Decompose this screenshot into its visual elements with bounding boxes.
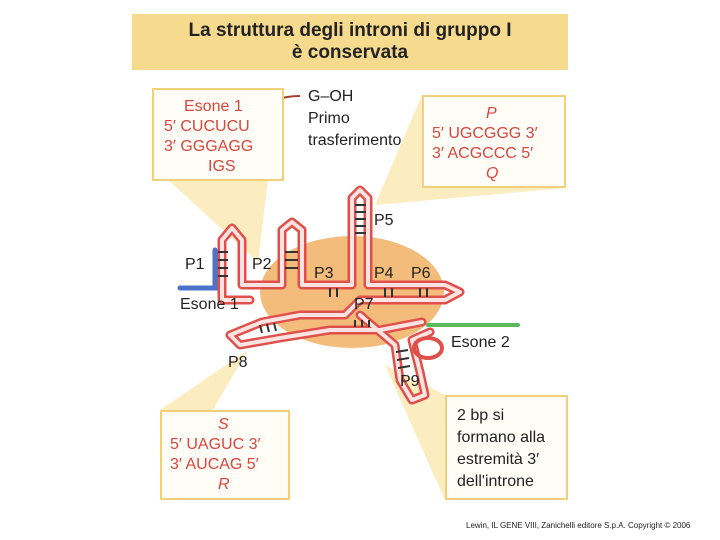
sr-box-r: R bbox=[218, 476, 230, 493]
rna-inner bbox=[220, 188, 462, 402]
pq-box-q: Q bbox=[486, 165, 499, 182]
note-line-2: formano alla bbox=[457, 429, 546, 446]
title-banner: La struttura degli introni di gruppo I è… bbox=[132, 14, 568, 70]
sr-box-s: S bbox=[218, 416, 229, 433]
exon1-strand bbox=[177, 247, 218, 291]
label-p9: P9 bbox=[400, 373, 420, 390]
note-line-4: dell'introne bbox=[457, 473, 534, 490]
goh-label: G–OH bbox=[308, 88, 354, 105]
label-p4: P4 bbox=[374, 265, 394, 282]
label-p5: P5 bbox=[374, 212, 394, 229]
exon1-box-seq3: 3′ GGGAGG bbox=[164, 138, 254, 155]
sr-box: S 5′ UAGUC 3′ 3′ AUCAG 5′ R bbox=[160, 410, 290, 500]
title-line-2: è conservata bbox=[291, 42, 409, 63]
label-p1: P1 bbox=[185, 256, 205, 273]
title-line-1: La struttura degli introni di gruppo I bbox=[188, 20, 512, 41]
pq-box-seq5: 5′ UGCGGG 3′ bbox=[432, 125, 538, 142]
pq-box-p: P bbox=[486, 105, 497, 122]
label-p2: P2 bbox=[252, 256, 272, 273]
exon1-box-seq5: 5′ CUCUCU bbox=[164, 118, 250, 135]
label-p3: P3 bbox=[314, 265, 334, 282]
note-line-3: estremità 3′ bbox=[457, 451, 540, 468]
label-exon2: Esone 2 bbox=[451, 334, 510, 351]
label-p8: P8 bbox=[228, 354, 248, 371]
first-transfer-label-1: Primo bbox=[308, 110, 350, 127]
label-exon1: Esone 1 bbox=[180, 296, 239, 313]
label-p7: P7 bbox=[354, 296, 374, 313]
sr-box-seq3: 3′ AUCAG 5′ bbox=[170, 456, 259, 473]
first-transfer-label-2: trasferimento bbox=[308, 132, 402, 149]
base-pairs bbox=[218, 204, 428, 369]
label-p6: P6 bbox=[411, 265, 431, 282]
exon1-box: Esone 1 5′ CUCUCU 3′ GGGAGG IGS bbox=[152, 88, 284, 181]
note-box: 2 bp si formano alla estremità 3′ dell'i… bbox=[445, 395, 568, 500]
p9-loop bbox=[412, 336, 444, 360]
sr-box-seq5: 5′ UAGUC 3′ bbox=[170, 436, 261, 453]
pq-box-seq3: 3′ ACGCCC 5′ bbox=[432, 145, 534, 162]
note-line-1: 2 bp si bbox=[457, 407, 505, 424]
copyright-footer: Lewin, IL GENE VIII, Zanichelli editore … bbox=[466, 521, 691, 530]
pq-box: P 5′ UGCGGG 3′ 3′ ACGCCC 5′ Q bbox=[422, 95, 566, 188]
exon1-box-igs: IGS bbox=[208, 158, 236, 175]
exon1-box-title: Esone 1 bbox=[184, 98, 243, 115]
